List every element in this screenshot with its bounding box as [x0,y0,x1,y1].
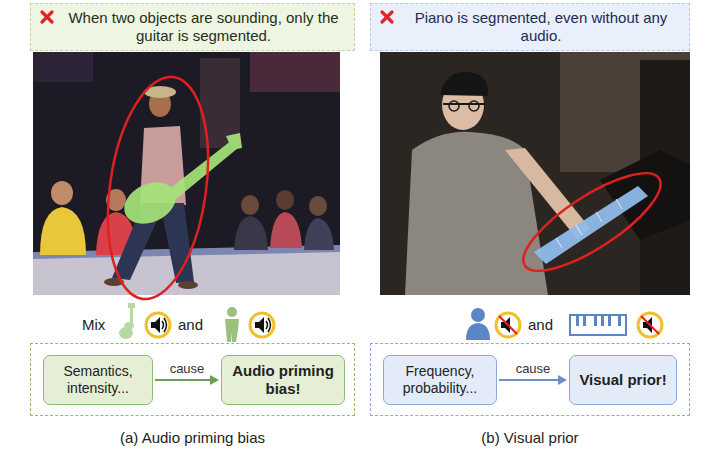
claim-banner: When two objects are sounding, only the … [30,3,355,51]
cross-mark [39,9,55,25]
edge-label: cause [168,361,207,376]
piano-photo [380,52,690,295]
node-text: Semantics, intensity... [49,363,147,397]
panel-caption: (b) Visual prior [371,429,689,446]
icon-row-label: and [528,316,553,333]
node-text: Frequency, probability... [389,363,491,397]
effect-box: Visual prior! [569,355,677,405]
node-text: Piano is segmented, even without any aud… [401,9,681,45]
icon-row-label: Mix [82,316,105,333]
node-text: Audio priming bias! [227,362,339,398]
panel-caption: (a) Audio priming bias [31,429,354,446]
node-text: Visual prior! [579,371,666,389]
effect-box: Audio priming bias! [221,355,345,405]
dashed-panel: (b) Visual priorFrequency, probability..… [370,343,690,416]
cause-arrow [155,375,219,385]
node-text: When two objects are sounding, only the … [61,9,346,45]
edge-label: cause [514,361,553,376]
dashed-panel: (a) Audio priming biasSemantics, intensi… [30,343,355,416]
cause-arrow [499,375,567,385]
cause-box: Semantics, intensity... [43,355,153,405]
muted-icons-right [466,308,662,340]
stage-photo [33,52,340,306]
cause-box: Frequency, probability... [383,355,497,405]
sound-icons-left [119,303,274,342]
cross-mark [379,9,395,25]
claim-banner: Piano is segmented, even without any aud… [370,3,690,51]
icon-row-label: and [178,316,203,333]
